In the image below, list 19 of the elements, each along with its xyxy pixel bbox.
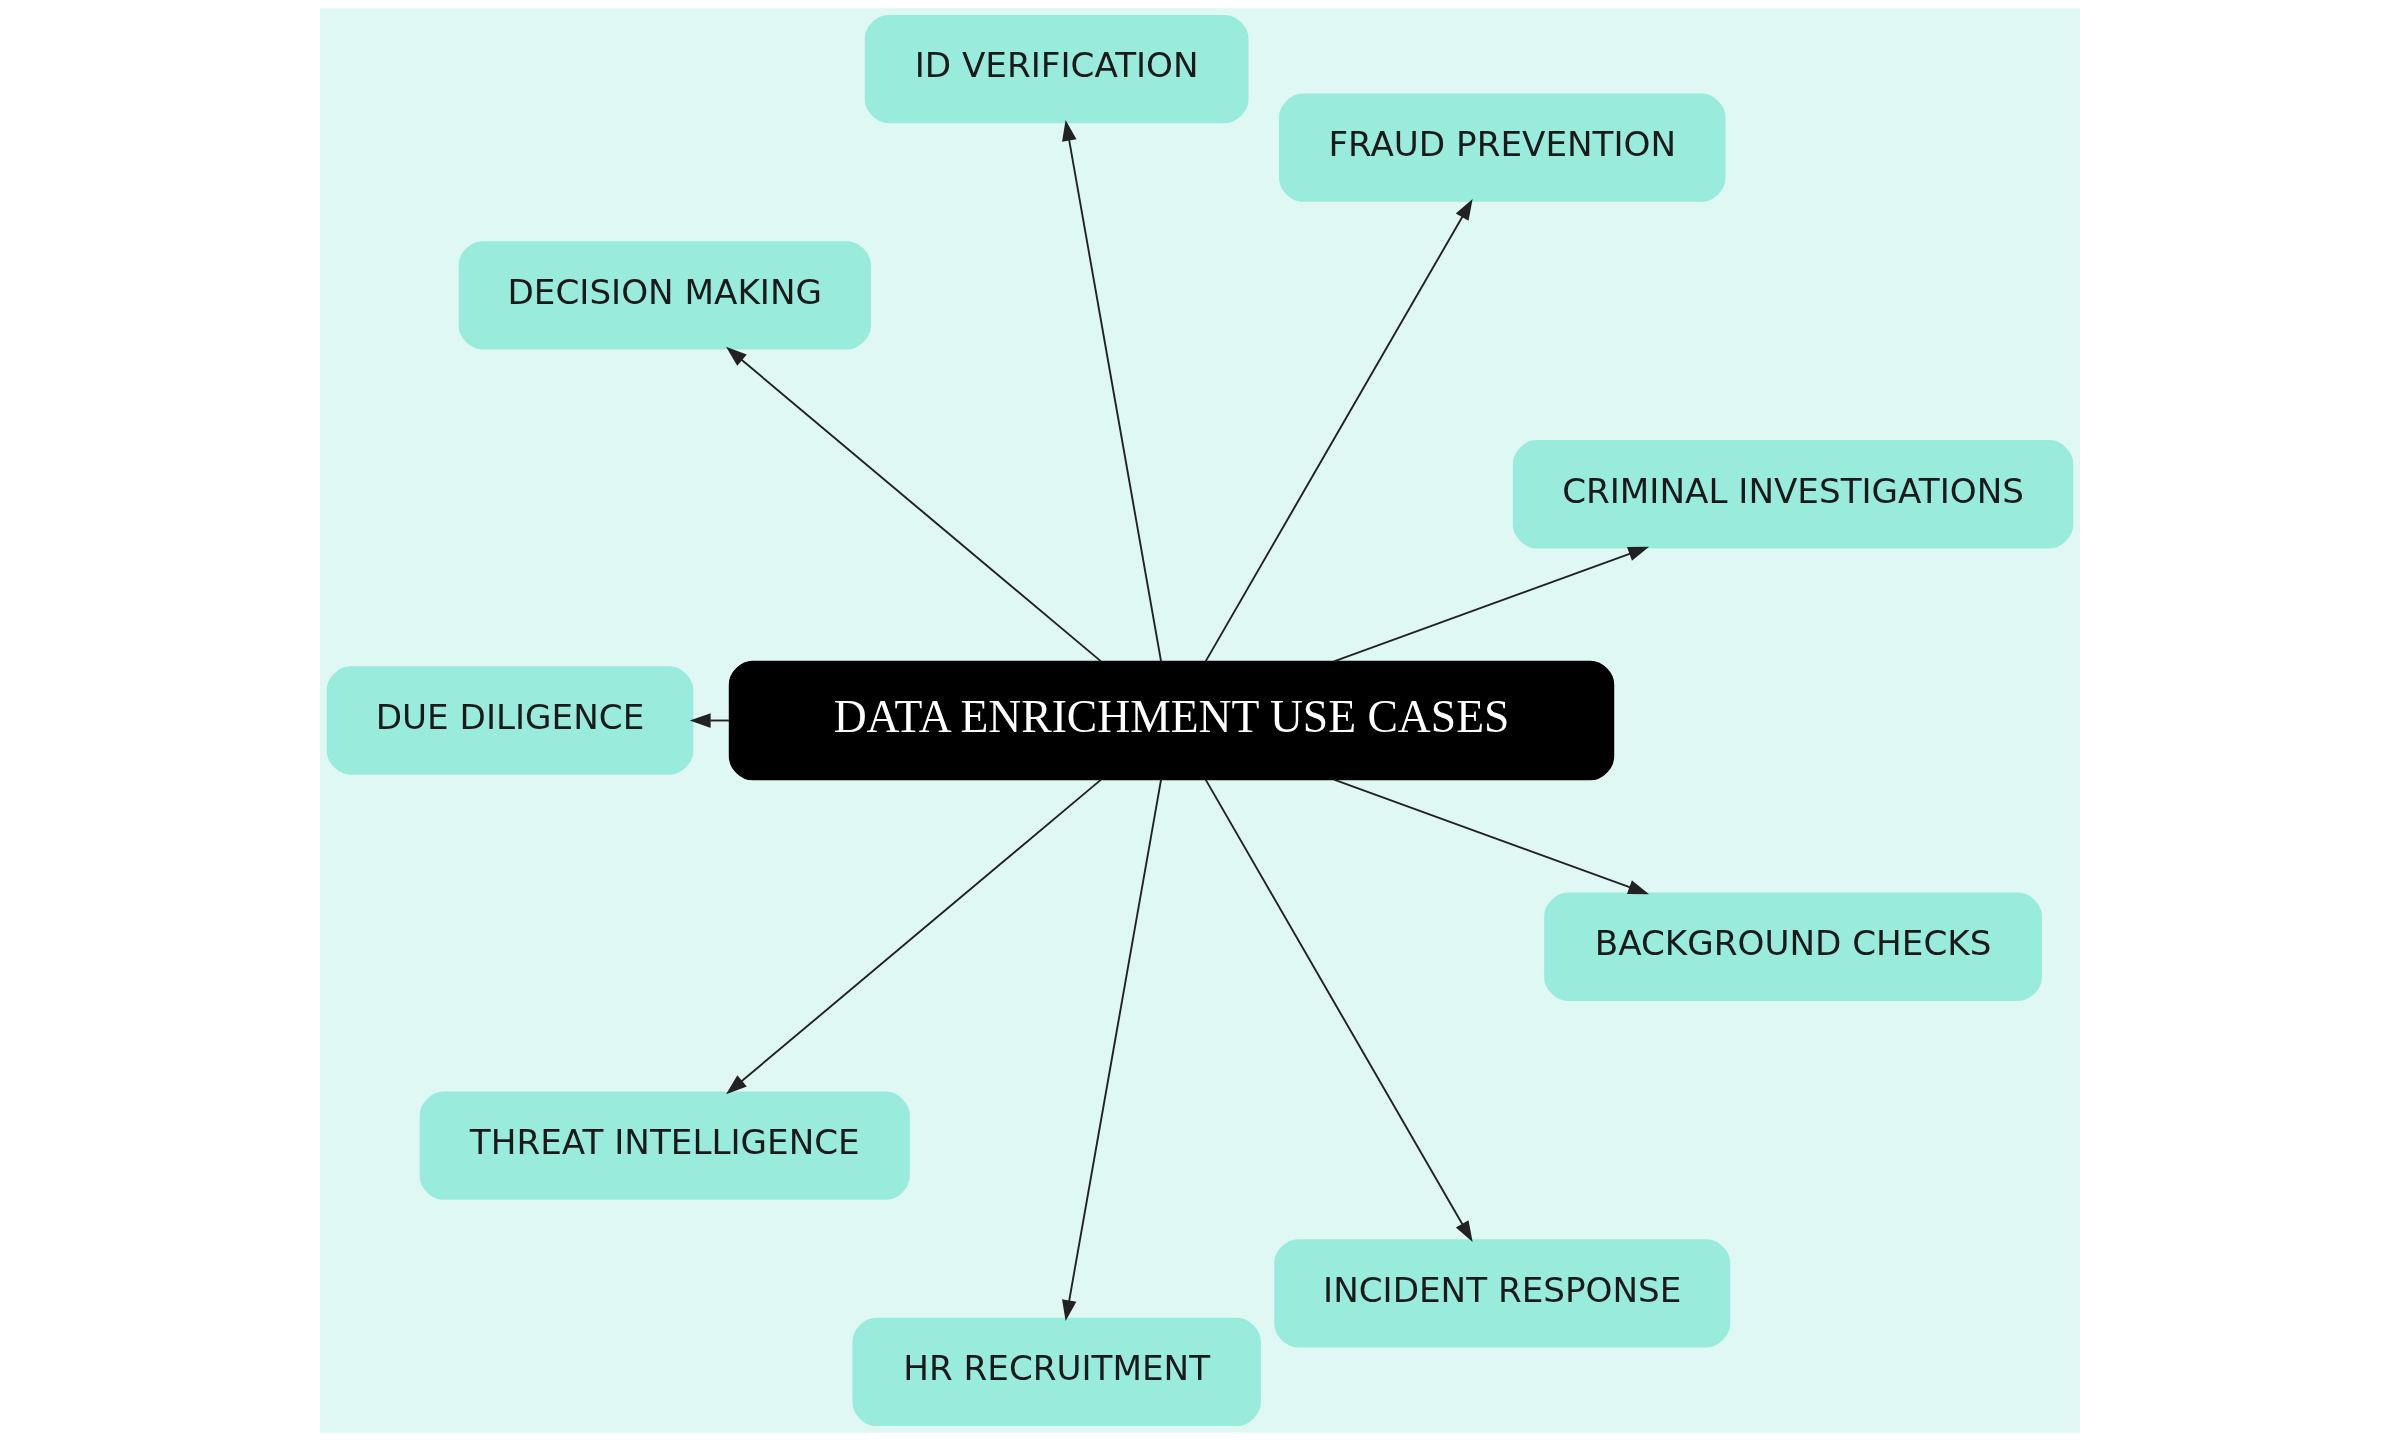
node-box: INCIDENT RESPONSE bbox=[1274, 1239, 1731, 1348]
node-box: DATA ENRICHMENT USE CASES bbox=[728, 660, 1615, 781]
arrow bbox=[726, 346, 1102, 663]
node-box: DECISION MAKING bbox=[458, 241, 871, 350]
node-box: FRAUD PREVENTION bbox=[1279, 93, 1726, 202]
arrow bbox=[1333, 778, 1650, 895]
node-box: THREAT INTELLIGENCE bbox=[419, 1091, 910, 1200]
node-box: HR RECRUITMENT bbox=[852, 1317, 1261, 1427]
arrow bbox=[1333, 546, 1650, 663]
arrow bbox=[726, 778, 1102, 1095]
arrow bbox=[1062, 778, 1163, 1322]
node-box: BACKGROUND CHECKS bbox=[1544, 892, 2042, 1001]
arrow bbox=[1204, 198, 1473, 663]
arrow bbox=[1204, 778, 1473, 1243]
arrow bbox=[1062, 119, 1163, 663]
arrow bbox=[689, 713, 731, 728]
node-box: ID VERIFICATION bbox=[864, 14, 1249, 124]
node-box: DUE DILIGENCE bbox=[326, 666, 694, 775]
node-box: CRIMINAL INVESTIGATIONS bbox=[1512, 440, 2074, 549]
